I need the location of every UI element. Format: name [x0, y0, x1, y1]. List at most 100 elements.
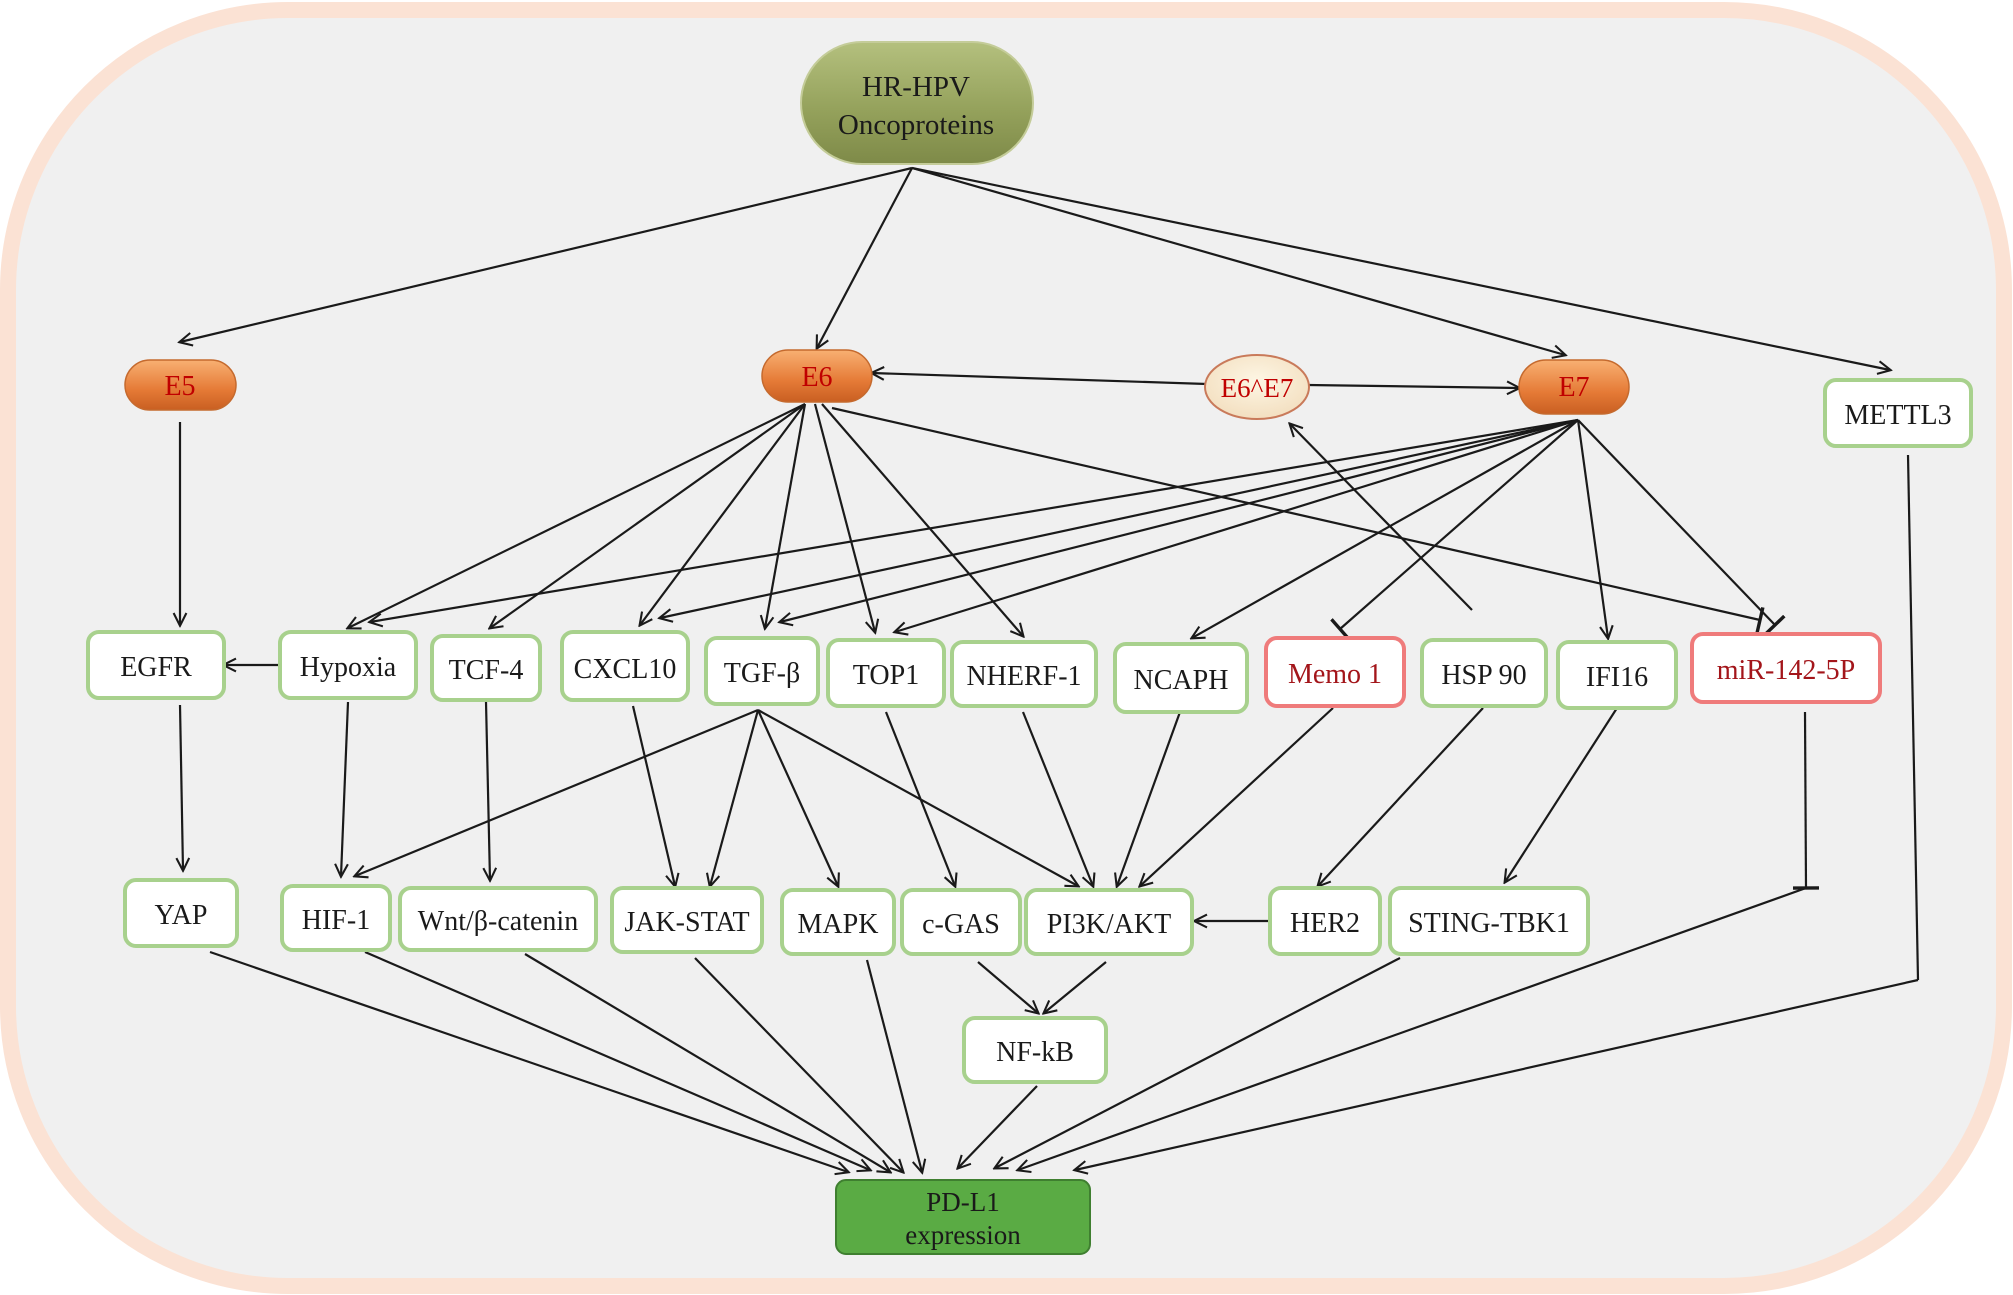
node-sting-label: STING-TBK1: [1408, 908, 1570, 939]
edge-e7-hypoxia: [370, 418, 1579, 622]
edge-tgfb-hif1: [355, 708, 759, 876]
edge-ncaph-pi3k: [1117, 711, 1182, 886]
edge-hrhpv-e5: [180, 166, 913, 342]
edge-e7-cxcl10: [660, 418, 1579, 618]
node-nherf1-label: NHERF-1: [966, 661, 1081, 692]
node-e6[interactable]: E6: [761, 349, 873, 403]
edge-top1-cgas: [884, 711, 955, 886]
node-e7[interactable]: E7: [1518, 359, 1630, 415]
node-tgfb[interactable]: TGF-β: [704, 636, 820, 706]
node-e6e7[interactable]: E6^E7: [1204, 354, 1310, 420]
edge-e6-top1: [813, 403, 875, 632]
node-jakstat[interactable]: JAK-STAT: [610, 886, 764, 954]
edge-hsp90-her2: [1318, 707, 1484, 886]
edge-e6-nherf1: [821, 403, 1023, 636]
edge-mir142-pdl1-b: [1018, 886, 1807, 1170]
edge-hrhpv-e7: [911, 166, 1565, 355]
node-mapk-label: MAPK: [798, 909, 879, 940]
node-hrhpv-line1: HR-HPV: [862, 71, 970, 103]
node-hsp90-label: HSP 90: [1441, 660, 1526, 691]
node-tcf4[interactable]: TCF-4: [430, 634, 542, 702]
edge-pi3k-nfkb: [1044, 961, 1107, 1013]
node-top1-label: TOP1: [853, 660, 919, 691]
edge-hif1-pdl1: [364, 950, 870, 1170]
edge-tcf4-wnt: [486, 701, 490, 880]
node-yap[interactable]: YAP: [123, 878, 239, 948]
edge-jakstat-pdl1: [694, 957, 903, 1172]
node-cgas[interactable]: c-GAS: [900, 888, 1022, 956]
edge-hrhpv-mettl3: [911, 166, 1890, 370]
node-egfr-label: EGFR: [120, 652, 192, 683]
node-mir142-label: miR-142-5P: [1717, 655, 1855, 686]
node-hsp90[interactable]: HSP 90: [1420, 638, 1548, 708]
node-jakstat-label: JAK-STAT: [624, 907, 749, 938]
node-cxcl10-label: CXCL10: [574, 654, 677, 685]
node-mettl3[interactable]: METTL3: [1823, 378, 1973, 448]
node-e7-label: E7: [1558, 372, 1589, 403]
node-ncaph-label: NCAPH: [1134, 665, 1229, 696]
node-pdl1[interactable]: PD-L1 expression: [835, 1179, 1091, 1255]
edge-mapk-pdl1: [865, 959, 922, 1172]
node-sting[interactable]: STING-TBK1: [1388, 886, 1590, 956]
edge-e6-hypoxia: [348, 403, 806, 628]
node-mapk[interactable]: MAPK: [780, 888, 896, 956]
edge-cgas-nfkb: [977, 961, 1038, 1013]
node-tgfb-label: TGF-β: [724, 658, 800, 689]
node-pdl1-line2: expression: [905, 1220, 1021, 1250]
node-ifi16[interactable]: IFI16: [1556, 640, 1678, 710]
node-pi3k[interactable]: PI3K/AKT: [1024, 888, 1194, 956]
node-pdl1-line1: PD-L1: [926, 1187, 1000, 1217]
node-yap-label: YAP: [155, 900, 208, 931]
edge-e6-tcf4: [490, 403, 806, 628]
node-e5[interactable]: E5: [124, 359, 237, 411]
node-e5-label: E5: [164, 371, 195, 402]
edge-memo1-pi3k: [1140, 707, 1334, 886]
node-hypoxia-label: Hypoxia: [300, 652, 397, 683]
node-memo1-label: Memo 1: [1288, 659, 1382, 690]
node-tcf4-label: TCF-4: [449, 655, 524, 686]
node-ifi16-label: IFI16: [1586, 662, 1648, 693]
edge-e7-ncaph: [1192, 419, 1579, 638]
edge-e6-cxcl10: [640, 403, 806, 625]
node-her2[interactable]: HER2: [1268, 886, 1382, 956]
edge-mir142-pdl1: [1792, 711, 1820, 890]
edge-mettl3-pdl1: [1906, 454, 1920, 981]
edge-e6-tgfb: [765, 403, 807, 628]
node-mir142[interactable]: miR-142-5P: [1690, 632, 1882, 704]
edge-hypoxia-hif1: [341, 701, 350, 876]
node-cxcl10[interactable]: CXCL10: [560, 630, 690, 702]
edge-cxcl10-jakstat: [631, 705, 675, 886]
node-wnt-label: Wnt/β-catenin: [418, 906, 578, 937]
node-nfkb[interactable]: NF-kB: [962, 1016, 1108, 1084]
node-hypoxia[interactable]: Hypoxia: [278, 630, 418, 700]
node-hif1[interactable]: HIF-1: [280, 884, 392, 952]
node-mettl3-label: METTL3: [1844, 400, 1951, 431]
edge-tgfb-jakstat: [710, 709, 760, 886]
node-ncaph[interactable]: NCAPH: [1113, 642, 1249, 714]
node-pi3k-label: PI3K/AKT: [1047, 909, 1171, 940]
node-nfkb-label: NF-kB: [996, 1037, 1074, 1068]
node-e6e7-label: E6^E7: [1221, 373, 1294, 403]
node-e6-label: E6: [801, 362, 832, 393]
edge-e7-ifi16: [1576, 419, 1608, 638]
edge-e7-tgfb: [780, 418, 1579, 622]
node-her2-label: HER2: [1290, 908, 1360, 939]
node-hif1-label: HIF-1: [302, 905, 370, 936]
node-memo1[interactable]: Memo 1: [1264, 636, 1406, 708]
edge-yap-pdl1: [209, 950, 848, 1172]
edge-ifi16-sting: [1505, 707, 1618, 882]
edge-nfkb-pdl1: [958, 1085, 1038, 1168]
edge-e7-memo1: [1330, 419, 1579, 640]
edge-tgfb-mapk: [756, 709, 838, 886]
node-egfr[interactable]: EGFR: [86, 630, 226, 700]
edge-e6-mir142[interactable]: [831, 406, 1765, 634]
edge-egfr-yap: [180, 704, 183, 870]
node-wnt[interactable]: Wnt/β-catenin: [398, 886, 598, 952]
node-hrhpv[interactable]: HR-HPV Oncoproteins: [800, 41, 1034, 165]
node-nherf1[interactable]: NHERF-1: [950, 640, 1098, 708]
node-top1[interactable]: TOP1: [826, 638, 946, 708]
edge-mettl3-pdl1-b: [1075, 978, 1919, 1170]
edges: [180, 166, 1920, 1172]
edge-e7-top1: [895, 418, 1579, 632]
